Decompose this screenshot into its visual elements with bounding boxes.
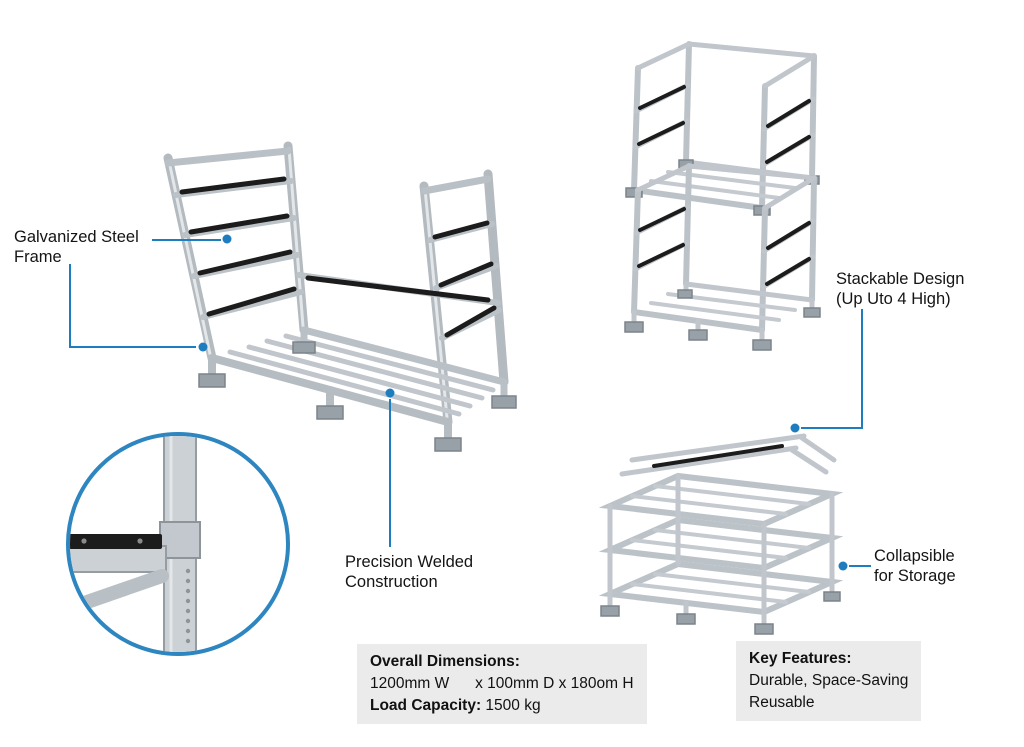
main-rack-image bbox=[163, 141, 517, 452]
callout-galvanized-line2: Frame bbox=[14, 248, 62, 267]
dimensions-value: 1200mm W x 100mm D x 180om H bbox=[370, 675, 634, 692]
right-panel bbox=[419, 169, 509, 427]
stacked-bottom-rack bbox=[624, 163, 821, 351]
features-line1: Durable, Space-Saving bbox=[749, 672, 909, 689]
stacked-racks-image bbox=[624, 41, 821, 351]
capacity-value: 1500 kg bbox=[481, 697, 541, 714]
collapsed-rack-image bbox=[598, 433, 844, 635]
callout-precision: Precision Welded Construction bbox=[345, 552, 473, 593]
callout-galvanized: Galvanized Steel Frame bbox=[14, 227, 139, 268]
features-line2: Reusable bbox=[749, 694, 815, 711]
callout-precision-line2: Construction bbox=[345, 573, 438, 592]
features-heading: Key Features: bbox=[749, 650, 852, 667]
capacity-label: Load Capacity: bbox=[370, 697, 482, 714]
stacked-top-rack bbox=[625, 41, 820, 216]
callout-collapsible-line2: for Storage bbox=[874, 567, 956, 586]
callout-stackable-line1: Stackable Design bbox=[836, 270, 965, 288]
callout-precision-line1: Precision Welded bbox=[345, 553, 474, 571]
weld-detail-inset bbox=[66, 432, 290, 656]
collapsed-feet bbox=[600, 579, 841, 635]
floor-deck bbox=[208, 326, 508, 426]
left-panel bbox=[163, 141, 309, 363]
dimensions-box: Overall Dimensions: 1200mm W x 100mm D x… bbox=[357, 644, 647, 724]
callout-stackable: Stackable Design (Up Uto 4 High) bbox=[836, 269, 964, 310]
folded-panels bbox=[619, 433, 837, 477]
features-box: Key Features: Durable, Space-Saving Reus… bbox=[736, 641, 922, 721]
callout-stackable-line2: (Up Uto 4 High) bbox=[836, 290, 951, 309]
legs-and-feet bbox=[198, 326, 517, 452]
callout-collapsible: Collapsible for Storage bbox=[874, 546, 956, 587]
dimensions-heading: Overall Dimensions: bbox=[370, 653, 520, 670]
back-rail bbox=[296, 272, 501, 306]
callout-galvanized-line1: Galvanized Steel bbox=[14, 228, 139, 246]
collapsed-layers bbox=[598, 472, 844, 616]
callout-collapsible-line1: Collapsible bbox=[874, 547, 955, 565]
